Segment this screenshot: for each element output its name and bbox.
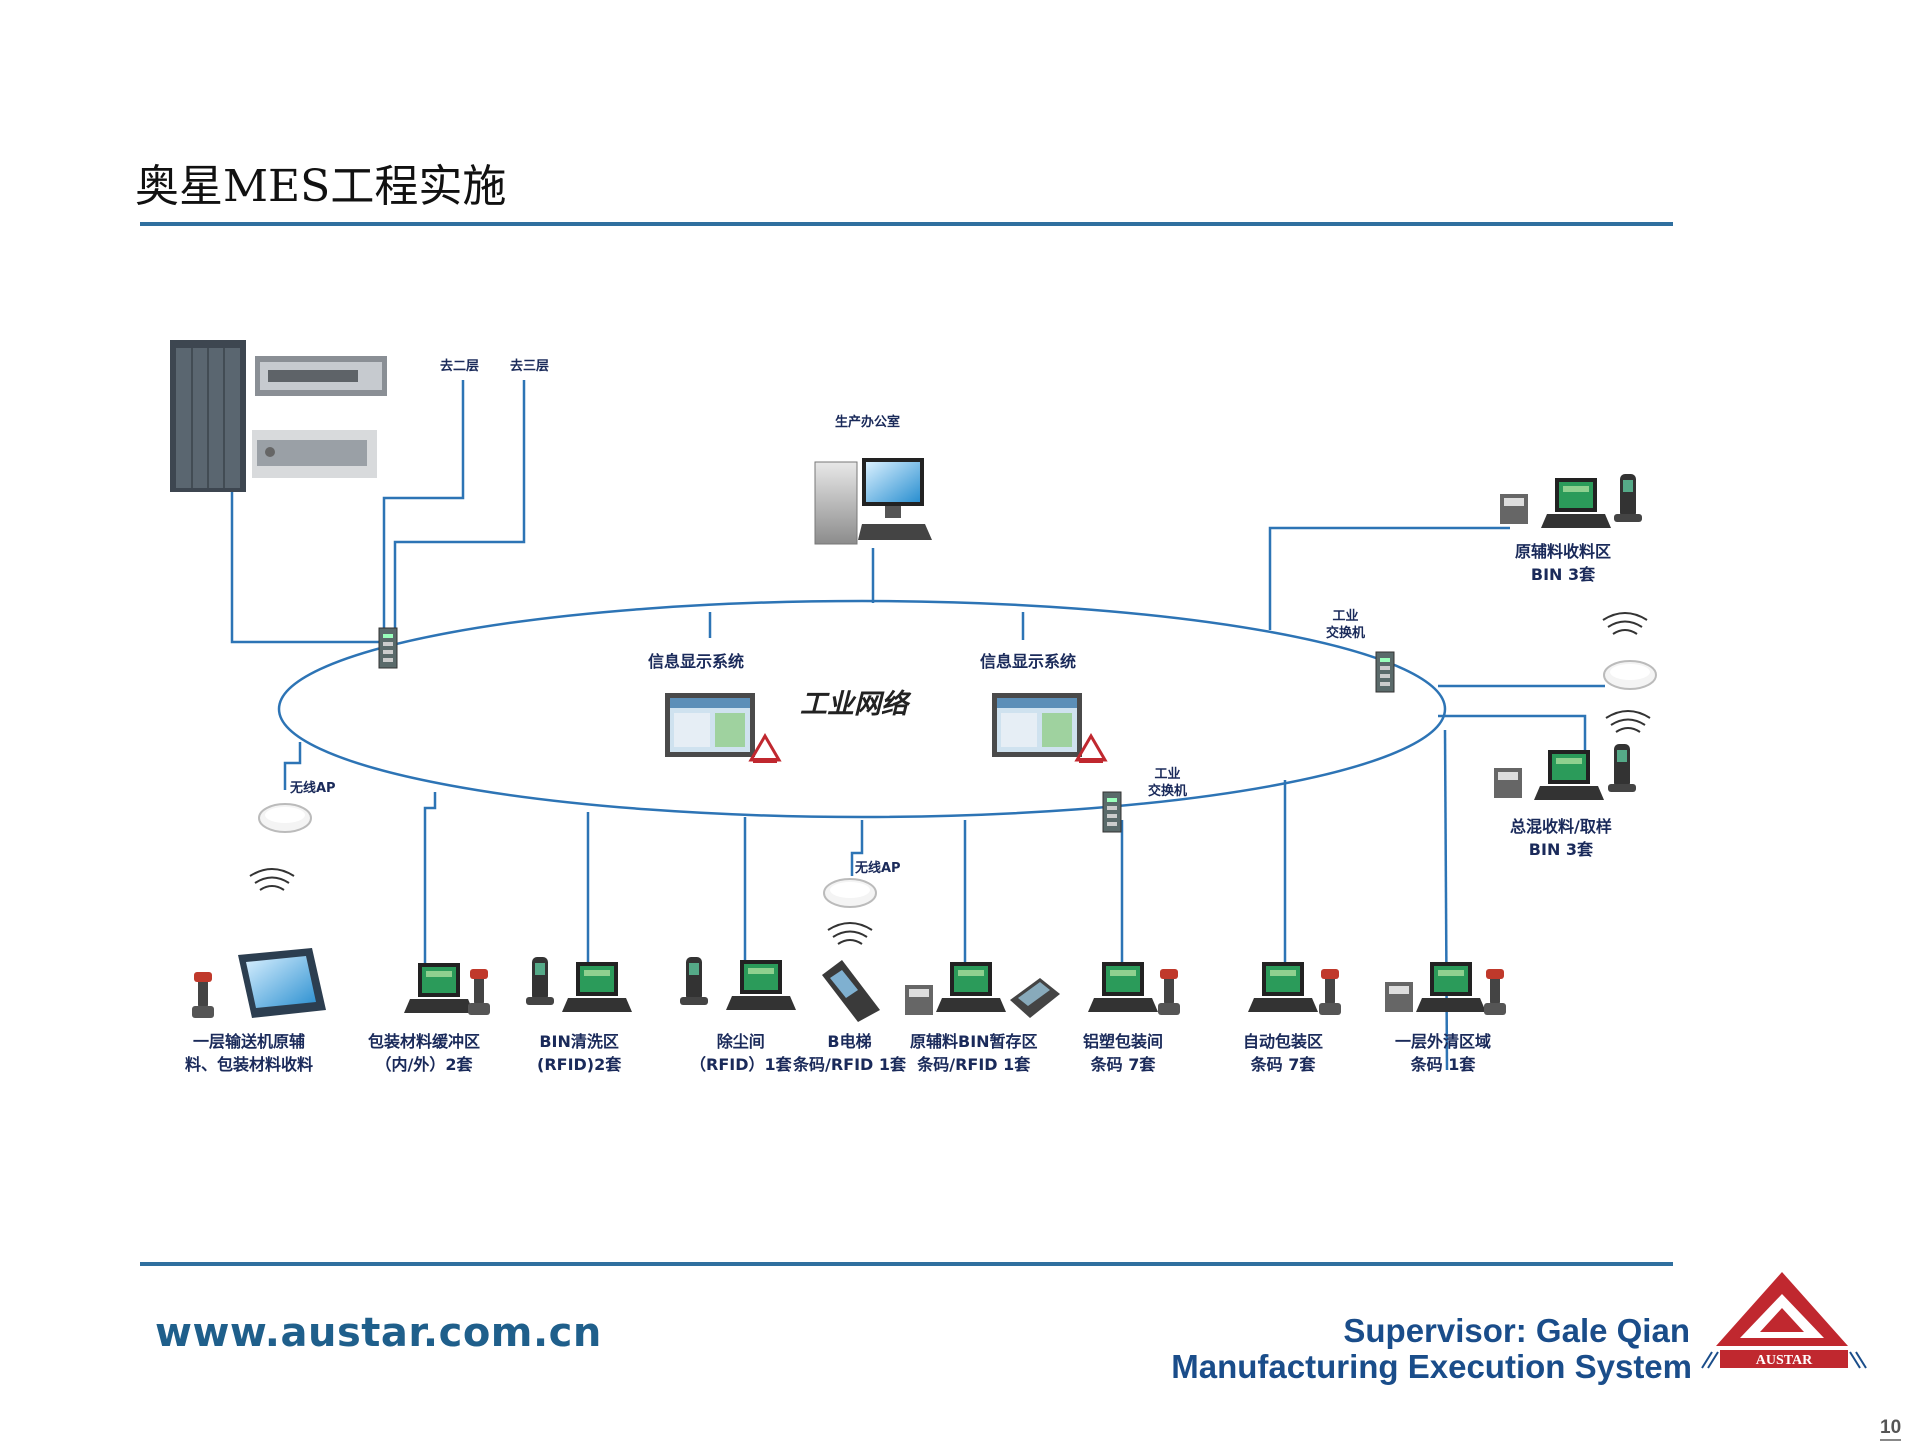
laptop-icon xyxy=(726,960,796,1010)
office-label: 生产办公室 xyxy=(835,415,901,430)
info-display-label: 信息显示系统 xyxy=(980,652,1077,671)
info-display-icon xyxy=(992,693,1082,757)
laptop-icon xyxy=(936,962,1006,1012)
wifi-waves-icon xyxy=(827,922,873,945)
page-title: 奥星MES工程实施 xyxy=(135,161,507,212)
server-unit-icon xyxy=(255,356,387,396)
laptop-icon xyxy=(1534,750,1604,800)
printer-icon xyxy=(1500,494,1528,524)
server-unit-icon xyxy=(252,430,377,478)
upstream-floor2-label: 去二层 xyxy=(440,359,480,374)
station-label: 原辅料收料区 BIN 3套 xyxy=(1515,542,1612,584)
station-label: 一层输送机原辅 料、包装材料收料 xyxy=(185,1032,314,1074)
austar-logo-icon xyxy=(749,734,781,765)
barcode-scanner-icon xyxy=(1158,969,1180,1015)
station-label: 铝塑包装间 条码 7套 xyxy=(1083,1032,1164,1074)
station-label: 除尘间 （RFID）1套 xyxy=(690,1032,792,1074)
switch-label: 工业 交换机 xyxy=(1326,609,1366,641)
network-links xyxy=(230,380,1605,1071)
laptop-icon xyxy=(1416,962,1486,1012)
system-text: Manufacturing Execution System xyxy=(1171,1348,1692,1385)
station-label: 总混收料/取样 BIN 3套 xyxy=(1510,817,1612,859)
laptop-icon xyxy=(1248,962,1318,1012)
barcode-scanner-icon xyxy=(468,969,490,1015)
switch-icon xyxy=(1375,651,1395,693)
handheld-terminal-icon xyxy=(1010,978,1060,1018)
laptop-icon xyxy=(1088,962,1158,1012)
laptop-icon xyxy=(1541,478,1611,528)
switch-icon xyxy=(378,627,398,669)
wireless-ap-icon xyxy=(258,803,312,833)
info-display-label: 信息显示系统 xyxy=(648,652,745,671)
barcode-scanner-icon xyxy=(1484,969,1506,1015)
brand-text: AUSTAR xyxy=(1756,1353,1813,1368)
website-url[interactable]: www.austar.com.cn xyxy=(155,1310,602,1356)
wireless-ap-label: 无线AP xyxy=(290,781,336,796)
printer-icon xyxy=(905,985,933,1015)
printer-icon xyxy=(1385,982,1413,1012)
wifi-waves-icon xyxy=(249,868,295,891)
station-label: 自动包装区 条码 7套 xyxy=(1243,1032,1324,1074)
supervisor-text: Supervisor: Gale Qian xyxy=(1343,1312,1690,1349)
barcode-scanner-icon xyxy=(1319,969,1341,1015)
switch-label: 工业 交换机 xyxy=(1148,767,1188,799)
wireless-ap-icon xyxy=(1603,660,1657,690)
handheld-terminal-icon xyxy=(526,957,554,1005)
industrial-network-ring xyxy=(277,599,1447,819)
handheld-terminal-icon xyxy=(1614,474,1642,522)
rugged-tablet-icon xyxy=(238,948,326,1018)
station-label: B电梯 条码/RFID 1套 xyxy=(793,1032,907,1074)
network-label: 工业网络 xyxy=(800,689,908,720)
laptop-icon xyxy=(562,962,632,1012)
info-display-icon xyxy=(665,693,755,757)
wifi-waves-icon xyxy=(1602,612,1648,635)
server-rack-icon xyxy=(170,340,246,492)
switch-icon xyxy=(1102,791,1122,833)
station-label: 一层外清区域 条码 1套 xyxy=(1395,1032,1492,1074)
wireless-ap-icon xyxy=(823,878,877,908)
page-number: 10 xyxy=(1880,1417,1902,1441)
header-divider xyxy=(140,222,1673,226)
wifi-waves-icon xyxy=(1605,710,1651,733)
upstream-floor3-label: 去三层 xyxy=(510,359,550,374)
barcode-scanner-icon xyxy=(192,972,214,1018)
austar-logo: AUSTAR xyxy=(1700,1268,1880,1388)
handheld-terminal-icon xyxy=(1608,744,1636,792)
station-label: 包装材料缓冲区 （内/外）2套 xyxy=(368,1032,481,1074)
wireless-ap-label: 无线AP xyxy=(855,861,901,876)
handheld-terminal-icon xyxy=(822,960,880,1022)
handheld-terminal-icon xyxy=(680,957,708,1005)
station-label: 原辅料BIN暂存区 条码/RFID 1套 xyxy=(910,1032,1038,1074)
footer-divider xyxy=(140,1262,1673,1266)
laptop-icon xyxy=(404,963,474,1013)
printer-icon xyxy=(1494,768,1522,798)
office-computer-icon xyxy=(814,458,932,545)
station-label: BIN清洗区 (RFID)2套 xyxy=(537,1032,622,1074)
